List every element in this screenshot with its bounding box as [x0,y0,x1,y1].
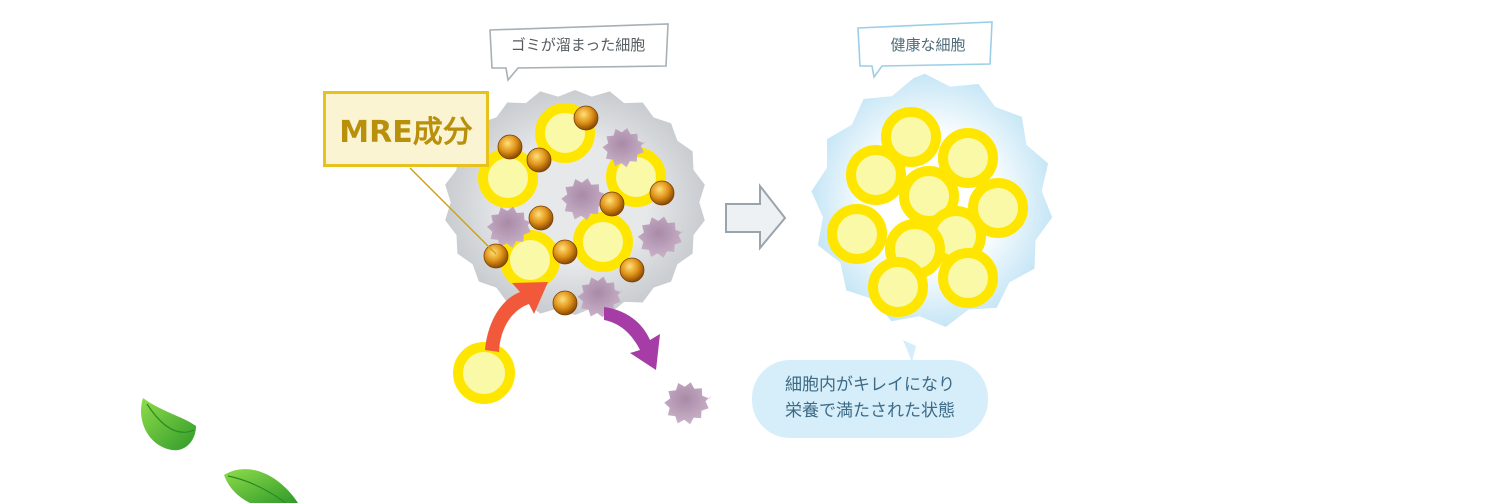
mre-granule [528,205,554,231]
nutrient-cell [881,107,941,167]
mre-granules [483,105,675,316]
nutrient-cell [899,166,959,226]
mre-granule [649,180,675,206]
mre-leader-line [409,167,497,255]
note-line-1: 細胞内がキレイになり [785,375,955,395]
mre-granule [552,239,578,265]
healthy-cell-label-bubble [857,21,993,79]
dirty-cell-label-bubble [489,23,669,82]
mre-granule [552,290,578,316]
nutrient-cell [573,212,633,272]
waste-particle [561,178,608,221]
nutrient-cell [478,148,538,208]
nutrient-cell [868,257,928,317]
note-cloud [752,340,988,438]
leaf-icon [141,398,196,451]
healthy-cell-nutrients [827,107,1028,317]
nutrient-cell [968,178,1028,238]
mre-granule [573,105,599,131]
mre-granule [497,134,523,160]
healthy-cell-label: 健康な細胞 [890,36,966,54]
nutrient-cell [938,128,998,188]
incoming-nutrient [453,342,515,404]
waste-particle [486,206,533,248]
nutrient-cell [846,145,906,205]
waste-particle [602,128,646,168]
note-line-2: 栄養で満たされた状態 [785,401,955,421]
right-arrow-icon [725,183,787,251]
waste-particle [577,276,623,318]
dirty-cell-label: ゴミが溜まった細胞 [510,36,646,54]
mre-granule [483,243,509,269]
mre-granule [619,257,645,283]
healthy-state-note: 細胞内がキレイになり 栄養で満たされた状態 [752,372,988,424]
mre-granule [526,147,552,173]
mre-ingredient-label: MRE成分 [323,91,489,167]
nutrient-cell [938,248,998,308]
waste-particle [637,216,684,258]
mre-granule [599,191,625,217]
curved-arrow-in-icon [485,282,548,352]
waste-particles [486,128,684,318]
leaf-icon [224,469,298,503]
mre-ingredient-text: MRE成分 [339,115,473,150]
nutrient-cell [827,204,887,264]
expelled-waste-particle [664,382,711,425]
curved-arrow-out-icon [604,307,660,370]
